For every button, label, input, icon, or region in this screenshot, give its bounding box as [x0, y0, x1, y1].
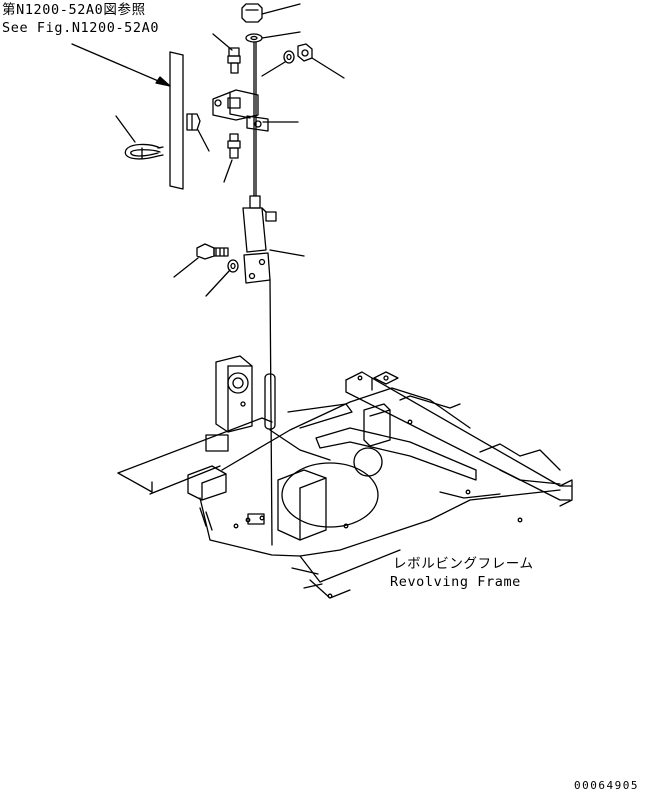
side-nut	[298, 44, 344, 78]
reference-note-english: See Fig.N1200-52A0	[2, 20, 160, 36]
top-bolt	[242, 4, 300, 22]
upper-bracket	[213, 90, 268, 131]
frame-plate	[170, 52, 183, 189]
plate-clip	[187, 114, 209, 151]
frame-label-english: Revolving Frame	[390, 574, 521, 590]
drawing-number: 00064905	[574, 779, 639, 792]
lower-washer	[206, 260, 238, 296]
lower-bracket	[243, 196, 304, 545]
side-washer	[262, 51, 294, 76]
lower-fitting	[224, 134, 240, 182]
reference-leader-line	[72, 44, 170, 86]
control-rod	[254, 42, 298, 196]
frame-label-japanese: レボルビングフレーム	[393, 556, 534, 572]
revolving-frame-drawing	[118, 356, 572, 598]
lower-bolt	[174, 244, 228, 277]
u-bolt-clamp	[116, 116, 163, 159]
top-washer	[246, 32, 300, 42]
upper-fitting	[213, 34, 240, 73]
reference-note-japanese: 第N1200-52A0図参照	[2, 2, 146, 18]
